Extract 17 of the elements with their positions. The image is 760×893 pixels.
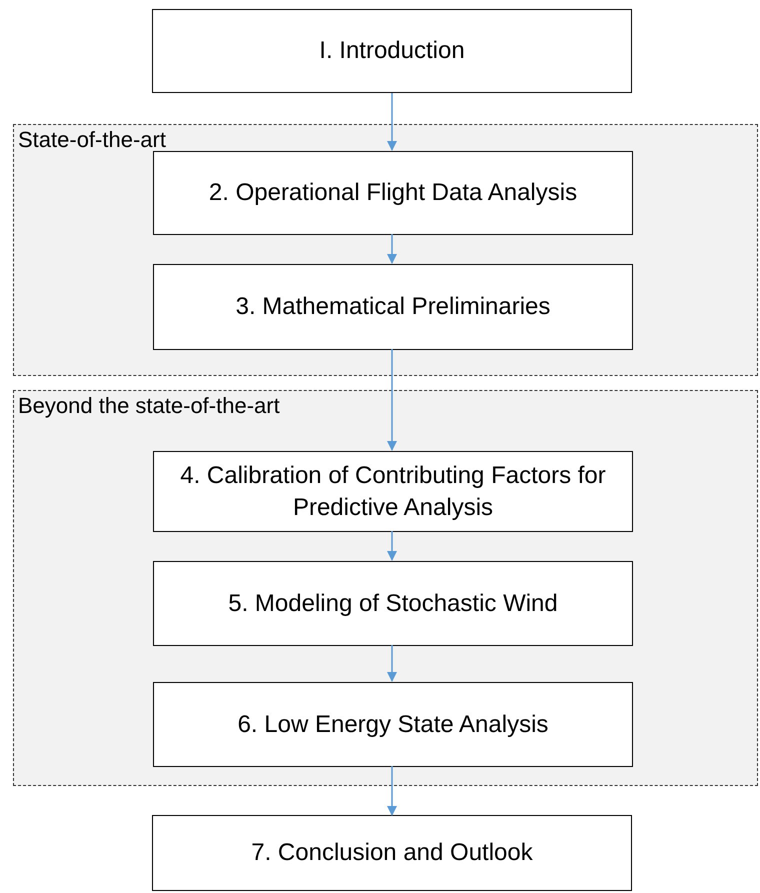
process-box: 4. Calibration of Contributing Factors for Predictive Analysis bbox=[153, 451, 633, 532]
process-box: 3. Mathematical Preliminaries bbox=[153, 264, 633, 350]
group-heading: State-of-the-art bbox=[18, 127, 166, 153]
dashed-group-region bbox=[13, 124, 758, 376]
arrow bbox=[387, 349, 397, 451]
arrow bbox=[387, 645, 397, 682]
arrow bbox=[387, 93, 397, 151]
dashed-group-region bbox=[13, 390, 758, 786]
process-box: 6. Low Energy State Analysis bbox=[153, 682, 633, 767]
arrow bbox=[387, 234, 397, 264]
arrow bbox=[387, 766, 397, 816]
process-box: 7. Conclusion and Outlook bbox=[152, 815, 632, 891]
process-box: I. Introduction bbox=[152, 9, 632, 93]
group-heading: Beyond the state-of-the-art bbox=[18, 393, 280, 419]
process-box: 5. Modeling of Stochastic Wind bbox=[153, 561, 633, 646]
arrow bbox=[387, 531, 397, 561]
process-box: 2. Operational Flight Data Analysis bbox=[153, 151, 633, 235]
